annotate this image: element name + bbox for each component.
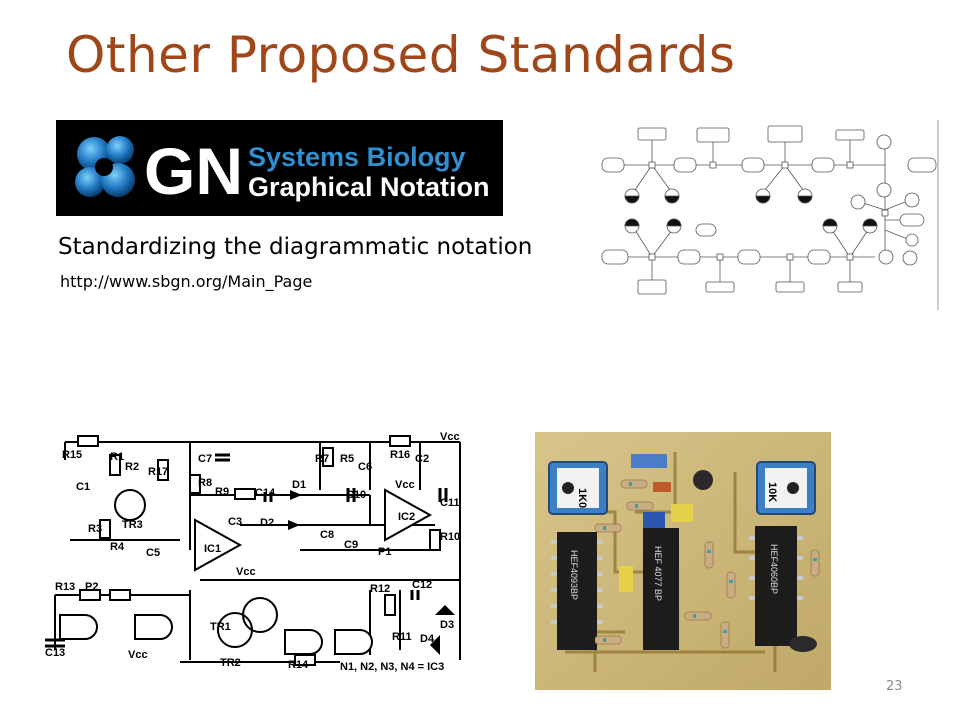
svg-text:R8: R8 — [198, 477, 212, 489]
slide-subtitle: Standardizing the diagrammatic notation — [58, 234, 533, 260]
svg-text:C12: C12 — [412, 579, 432, 591]
svg-text:R12: R12 — [370, 583, 390, 595]
svg-text:R9: R9 — [215, 486, 229, 498]
svg-text:P2: P2 — [85, 581, 98, 593]
chip3-label: HEF4060BP — [769, 544, 779, 594]
svg-text:C2: C2 — [415, 453, 429, 465]
chip2-label: HEF 4077 BP — [653, 546, 663, 601]
svg-text:C1: C1 — [76, 481, 90, 493]
svg-text:C6: C6 — [358, 461, 372, 473]
svg-text:IC1: IC1 — [204, 543, 221, 555]
svg-text:R3: R3 — [88, 523, 102, 535]
sbgn-logo-graphic: GN Systems Biology Graphical Notation — [56, 120, 503, 216]
svg-text:C8: C8 — [320, 529, 334, 541]
page-number: 23 — [886, 679, 903, 694]
svg-text:R14: R14 — [288, 659, 309, 671]
sbgn-logo: GN Systems Biology Graphical Notation — [56, 120, 503, 216]
logo-line1: Systems Biology — [248, 142, 466, 172]
svg-text:C11: C11 — [440, 497, 460, 509]
svg-text:C7: C7 — [198, 453, 212, 465]
chip1-label: HEF4093BP — [569, 550, 579, 600]
svg-text:R10: R10 — [440, 531, 460, 543]
svg-text:R4: R4 — [110, 541, 125, 553]
svg-text:C14: C14 — [255, 487, 276, 499]
svg-text:Vcc: Vcc — [128, 649, 148, 661]
svg-text:C9: C9 — [344, 539, 358, 551]
svg-text:R11: R11 — [392, 631, 412, 643]
pot-right-label: 10K — [766, 482, 778, 502]
svg-text:C3: C3 — [228, 516, 242, 528]
svg-text:C10: C10 — [346, 489, 366, 501]
slide-title: Other Proposed Standards — [66, 26, 736, 84]
svg-text:D3: D3 — [440, 619, 454, 631]
svg-text:TR2: TR2 — [220, 657, 241, 669]
svg-text:R1: R1 — [110, 451, 124, 463]
svg-text:IC2: IC2 — [398, 511, 415, 523]
svg-text:C13: C13 — [45, 647, 65, 659]
svg-text:R5: R5 — [340, 453, 354, 465]
logo-mark: GN — [144, 134, 243, 208]
svg-text:R15: R15 — [62, 449, 82, 461]
svg-text:R2: R2 — [125, 461, 139, 473]
svg-text:D2: D2 — [260, 517, 274, 529]
svg-text:C5: C5 — [146, 547, 160, 559]
pot-left-label: 1K0 — [576, 488, 588, 508]
svg-text:R13: R13 — [55, 581, 75, 593]
svg-text:D4: D4 — [420, 633, 435, 645]
circuit-board-photo: 1K0 10K HEF4093BP HEF 4077 BP HEF4060BP — [535, 432, 831, 690]
svg-text:TR1: TR1 — [210, 621, 231, 633]
svg-text:R17: R17 — [148, 466, 168, 478]
logo-line2: Graphical Notation — [248, 172, 490, 202]
svg-text:Vcc: Vcc — [395, 479, 415, 491]
svg-text:N1, N2, N3, N4 = IC3: N1, N2, N3, N4 = IC3 — [340, 661, 444, 673]
svg-text:R16: R16 — [390, 449, 410, 461]
svg-text:P1: P1 — [378, 546, 391, 558]
glycolysis-diagram — [601, 120, 939, 310]
svg-text:D1: D1 — [292, 479, 306, 491]
svg-text:Vcc: Vcc — [236, 566, 256, 578]
svg-text:R7: R7 — [315, 453, 329, 465]
sbgn-url[interactable]: http://www.sbgn.org/Main_Page — [60, 272, 313, 291]
svg-text:TR3: TR3 — [122, 519, 143, 531]
svg-text:Vcc: Vcc — [440, 431, 460, 443]
